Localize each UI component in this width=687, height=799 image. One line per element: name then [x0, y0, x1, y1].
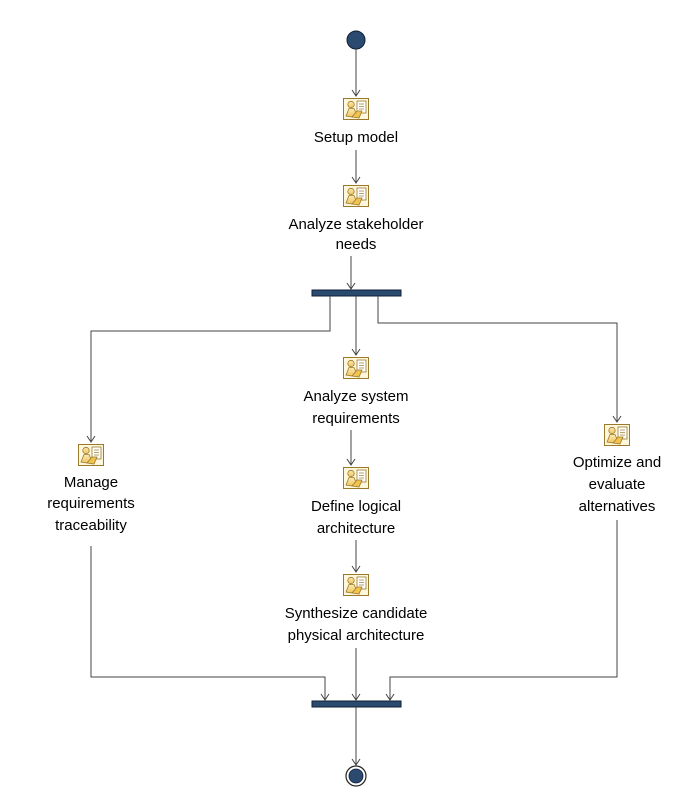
- action-person-document-icon: [78, 444, 104, 466]
- final-node: [345, 765, 367, 787]
- action-label-line: Setup model: [314, 129, 398, 146]
- action-label-line: needs: [336, 236, 377, 253]
- edge-optimize-to-join: [385, 520, 618, 701]
- edge-system-to-logical: [346, 430, 356, 466]
- edge-stakeholder-to-fork: [346, 256, 356, 290]
- action-person-document-icon: [604, 424, 630, 446]
- edge-physical-to-join: [351, 648, 361, 701]
- action-person-document-icon: [343, 574, 369, 596]
- action-label-line: Define logical: [311, 498, 401, 515]
- edge-setup-to-stakeholder: [351, 150, 361, 184]
- action-define-logical-architecture[interactable]: Define logical architecture: [311, 467, 401, 538]
- edge-fork-to-manage-traceability: [86, 296, 331, 443]
- action-label-line: requirements: [312, 410, 400, 427]
- action-label-line: physical architecture: [288, 627, 425, 644]
- action-manage-requirements-traceability[interactable]: Manage requirements traceability: [47, 444, 135, 535]
- action-label-line: architecture: [317, 520, 395, 537]
- action-label-line: Synthesize candidate: [285, 605, 428, 622]
- action-label-line: evaluate: [589, 476, 646, 493]
- action-person-document-icon: [343, 467, 369, 489]
- action-person-document-icon: [343, 357, 369, 379]
- action-label-line: traceability: [55, 517, 127, 534]
- action-label-line: Manage: [64, 474, 118, 491]
- action-setup-model[interactable]: Setup model: [314, 98, 398, 147]
- edge-initial-to-setup-model: [351, 49, 361, 97]
- edge-join-to-final: [351, 707, 361, 766]
- initial-node: [346, 30, 366, 50]
- action-label-line: Analyze stakeholder: [288, 216, 423, 233]
- action-synthesize-physical-architecture[interactable]: Synthesize candidate physical architectu…: [285, 574, 428, 645]
- action-label-line: alternatives: [579, 498, 656, 515]
- join-bar: [311, 700, 402, 708]
- action-label-line: Optimize and: [573, 454, 661, 471]
- action-analyze-stakeholder-needs[interactable]: Analyze stakeholder needs: [288, 185, 424, 254]
- edge-traceability-to-join: [90, 546, 330, 701]
- action-label-line: requirements: [47, 495, 135, 512]
- edge-logical-to-physical: [351, 540, 361, 573]
- edge-fork-to-system-requirements: [351, 296, 361, 356]
- edge-fork-to-optimize-alternatives: [377, 296, 622, 423]
- fork-bar: [311, 289, 402, 297]
- action-optimize-evaluate-alternatives[interactable]: Optimize and evaluate alternatives: [573, 424, 661, 516]
- action-person-document-icon: [343, 98, 369, 120]
- action-label-line: Analyze system: [303, 388, 408, 405]
- action-person-document-icon: [343, 185, 369, 207]
- action-analyze-system-requirements[interactable]: Analyze system requirements: [303, 357, 409, 428]
